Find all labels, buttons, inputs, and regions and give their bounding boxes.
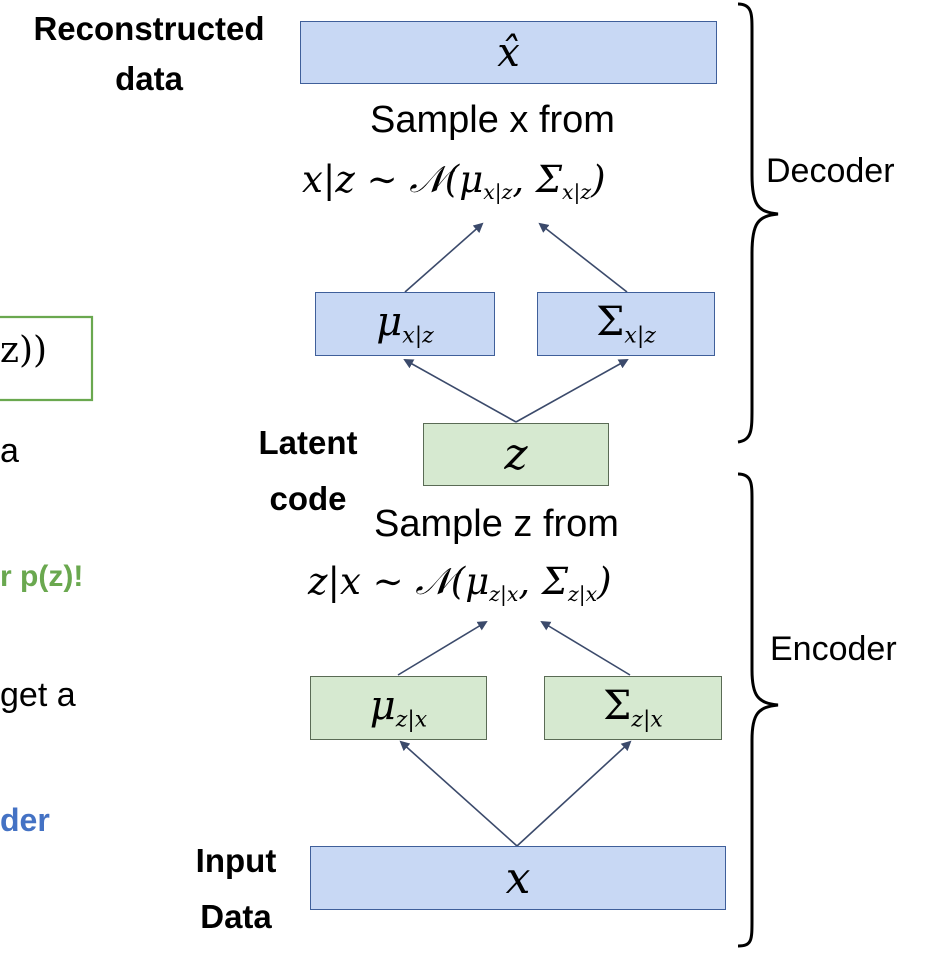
- decoder-brace: [737, 2, 779, 444]
- sigma-x-given-z-box: Σx|z: [537, 292, 715, 356]
- left-text-fragment-a: a: [0, 432, 19, 470]
- reconstructed-x-box: x̂: [300, 21, 717, 84]
- decoder-label: Decoder: [766, 152, 895, 190]
- arrow-x-to-mu-zx: [399, 740, 518, 847]
- encoder-distribution: z|x ∼ 𝒩(μz|x, Σz|x): [308, 560, 612, 607]
- formula-box-edge: [0, 315, 94, 402]
- formula-fragment: z)): [0, 330, 48, 371]
- mu-x-given-z-box: μx|z: [315, 292, 495, 356]
- encoder-brace: [737, 472, 779, 948]
- left-blue-text-fragment: der: [0, 802, 50, 838]
- arrow-sigma-zx-to-dist: [540, 620, 631, 676]
- input-data-label: Input Data: [195, 842, 277, 935]
- reconstructed-data-label: Reconstructed data: [33, 10, 265, 97]
- x-hat-symbol: x̂: [497, 29, 520, 76]
- latent-code-label: Latent code: [258, 424, 358, 517]
- input-x-box: x: [310, 846, 726, 910]
- sample-z-label: Sample z from: [374, 503, 619, 545]
- sigma-z-given-x-box: Σz|x: [544, 676, 722, 740]
- left-green-text-fragment: r p(z)!: [0, 560, 84, 593]
- left-text-fragment-get: get a: [0, 676, 76, 714]
- arrow-z-to-sigma-xz: [515, 359, 629, 423]
- sample-x-label: Sample x from: [370, 99, 615, 141]
- encoder-label: Encoder: [770, 630, 897, 668]
- arrow-x-to-sigma-zx: [516, 740, 632, 847]
- x-symbol: x: [505, 852, 531, 904]
- z-symbol: z: [504, 429, 528, 480]
- arrow-mu-zx-to-dist: [397, 620, 488, 676]
- arrow-mu-xz-to-dist: [404, 222, 484, 293]
- mu-z-given-x-box: μz|x: [310, 676, 487, 740]
- arrow-z-to-mu-xz: [403, 359, 517, 423]
- arrow-sigma-xz-to-dist: [538, 222, 628, 293]
- latent-z-box: z: [423, 423, 609, 486]
- decoder-distribution: x|z ∼ 𝒩(μx|z, Σx|z): [302, 158, 606, 205]
